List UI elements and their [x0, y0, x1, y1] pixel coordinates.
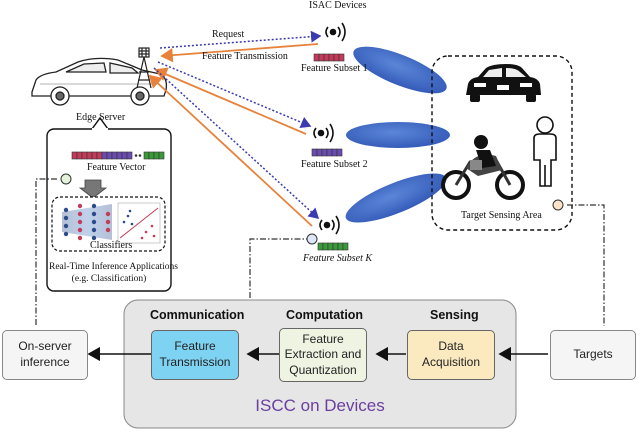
edge-server-car-icon: [31, 57, 168, 106]
neural-network-icon: [62, 203, 112, 241]
request-arrow: [159, 30, 322, 49]
sensing-header: Sensing: [430, 308, 479, 322]
communication-header: Communication: [150, 308, 245, 322]
iscc-on-devices-title: ISCC on Devices: [255, 396, 385, 415]
isac-devices-title: ISAC Devices: [309, 0, 367, 11]
feature-transmission-box: Feature Transmission: [151, 330, 239, 380]
feature-transmission-arrow-1: [160, 43, 319, 63]
request-arrow-2: [157, 61, 312, 129]
request-arrow-k: [153, 67, 320, 220]
feature-subset-1-bar: [313, 53, 345, 62]
feature-vector-label: Feature Vector: [87, 162, 146, 173]
feature-subset-2-label: Feature Subset 2: [301, 159, 368, 170]
targets-box-label: Targets: [573, 347, 613, 362]
classifiers-label: Classifiers: [90, 240, 133, 251]
feature-subset-k-bar: [317, 242, 349, 251]
feature-transmission-box-label: Feature Transmission: [159, 339, 231, 369]
inference-caption-line1: Real-Time Inference Applications: [49, 262, 178, 272]
targets-box: Targets: [550, 330, 636, 380]
isac-device-1-icon: [325, 22, 346, 42]
computation-header: Computation: [286, 308, 364, 322]
target-sensing-area-box: [431, 55, 573, 231]
connector-dot-device-k: [306, 233, 318, 245]
connector-dot-targets: [552, 199, 564, 211]
sensing-beam-k: [345, 173, 447, 223]
target-pedestrian-icon: [533, 116, 557, 187]
sensing-beam-1: [353, 46, 447, 94]
edge-server-antenna-icon: [136, 47, 152, 89]
isac-device-2-icon: [313, 123, 334, 143]
feature-subset-k-label: Feature Subset K: [303, 253, 373, 264]
feature-transmission-arrow-2: [154, 67, 307, 135]
request-label: Request: [212, 29, 245, 40]
on-server-inference-label: On-server inference: [18, 339, 72, 369]
feature-subset-2-bar: [311, 148, 343, 157]
inference-caption-line2: (e.g. Classification): [71, 274, 147, 284]
dashdot-connectors: [35, 178, 605, 326]
feature-extraction-box: Feature Extraction and Quantization: [279, 328, 367, 382]
feature-extraction-box-label: Feature Extraction and Quantization: [284, 331, 362, 377]
on-server-inference-box: On-server inference: [2, 330, 88, 380]
feature-transmission-arrow-k: [148, 74, 313, 227]
target-motorcycle-icon: [441, 135, 525, 200]
scatter-plot-icon: [117, 202, 161, 244]
data-acquisition-box: Data Acquisition: [407, 330, 495, 380]
feature-transmission-label: Feature Transmission: [202, 51, 288, 62]
feature-vector-bar: [71, 151, 165, 160]
target-car-icon: [466, 64, 541, 102]
down-arrow-icon: [78, 179, 108, 199]
edge-server-label: Edge Server: [76, 112, 126, 123]
connector-dot-server: [60, 173, 72, 185]
data-acquisition-box-label: Data Acquisition: [421, 339, 481, 369]
target-sensing-area-label: Target Sensing Area: [461, 210, 542, 221]
sensing-beam-2: [346, 122, 450, 148]
feature-subset-1-label: Feature Subset 1: [301, 63, 368, 74]
isac-device-k-icon: [319, 215, 340, 235]
server-panel-pointer: [91, 116, 109, 130]
